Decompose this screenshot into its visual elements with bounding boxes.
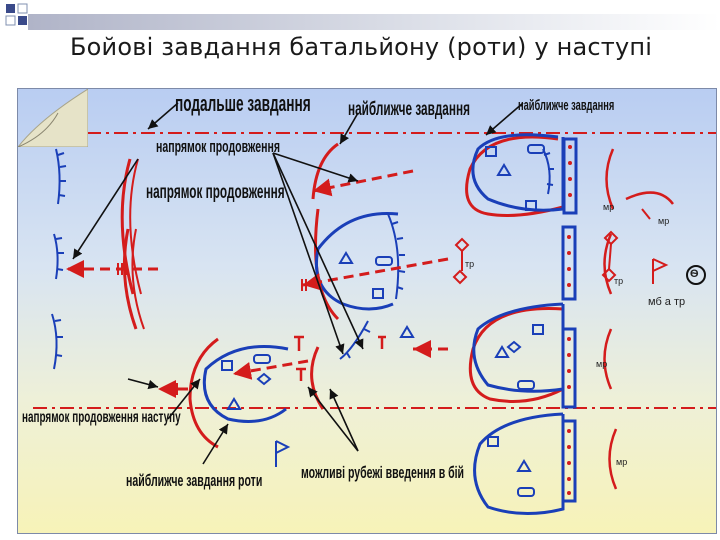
attack-arrow-4 [233, 361, 308, 374]
observation-post-icons [228, 165, 530, 471]
label-nearest-task-center: найближче завдання [348, 99, 470, 121]
slide-title: Бойові завдання батальйону (роти) у наст… [70, 33, 652, 61]
label-continuation-direction-2: напрямок продовження [146, 182, 285, 204]
label-company-nearest-task: найближче завдання роти [126, 471, 262, 491]
label-attack-continuation-direction: напрямок продовження наступу [22, 409, 181, 427]
red-bracket-1 [607, 149, 614, 209]
mark-mb-tr: мб а тр [648, 296, 685, 308]
attack-arrow-1 [313, 171, 413, 191]
mark-tr-1: тр [465, 259, 474, 269]
label-continuation-direction-1: напрямок продовження [156, 137, 280, 157]
flag-bottom [276, 441, 288, 467]
enemy-lobe-center [316, 213, 398, 309]
enemy-line-left-1 [56, 149, 66, 204]
label-nearest-task-right: найближче завдання [518, 97, 614, 114]
enemy-line-left-3 [52, 314, 63, 369]
label-further-task: подальше завдання [175, 91, 311, 117]
enemy-front-right-upper [543, 149, 554, 194]
unit-column-top [564, 139, 576, 213]
enemy-line-left-2 [54, 234, 64, 279]
page-curl-decoration [18, 89, 88, 147]
label-commitment-lines: можливі рубежі введення в бій [301, 463, 464, 483]
mark-tr-2: тр [614, 276, 623, 286]
column-dots [567, 145, 572, 495]
enemy-lobe-bottom [475, 414, 563, 514]
company-area-center [316, 209, 339, 319]
mark-mr-4: мр [616, 457, 627, 467]
mark-mr-2: мр [658, 216, 669, 226]
red-cross-right [642, 209, 650, 219]
company-area-top-right [467, 137, 563, 215]
enemy-lobe-lower-left [204, 347, 288, 422]
control-point-diamonds [454, 232, 617, 283]
mark-mr-1: мр [603, 202, 614, 212]
mark-battery: Ѳ [690, 268, 699, 280]
red-arc-far-right [626, 193, 673, 204]
tactical-scheme: подальше завдання найближче завдання най… [17, 88, 717, 534]
mark-mr-3: мр [596, 359, 607, 369]
header-gradient-bar [28, 14, 720, 30]
enemy-front-lower [340, 321, 370, 359]
diamond-link-2 [609, 244, 611, 269]
flag-right [653, 259, 666, 284]
